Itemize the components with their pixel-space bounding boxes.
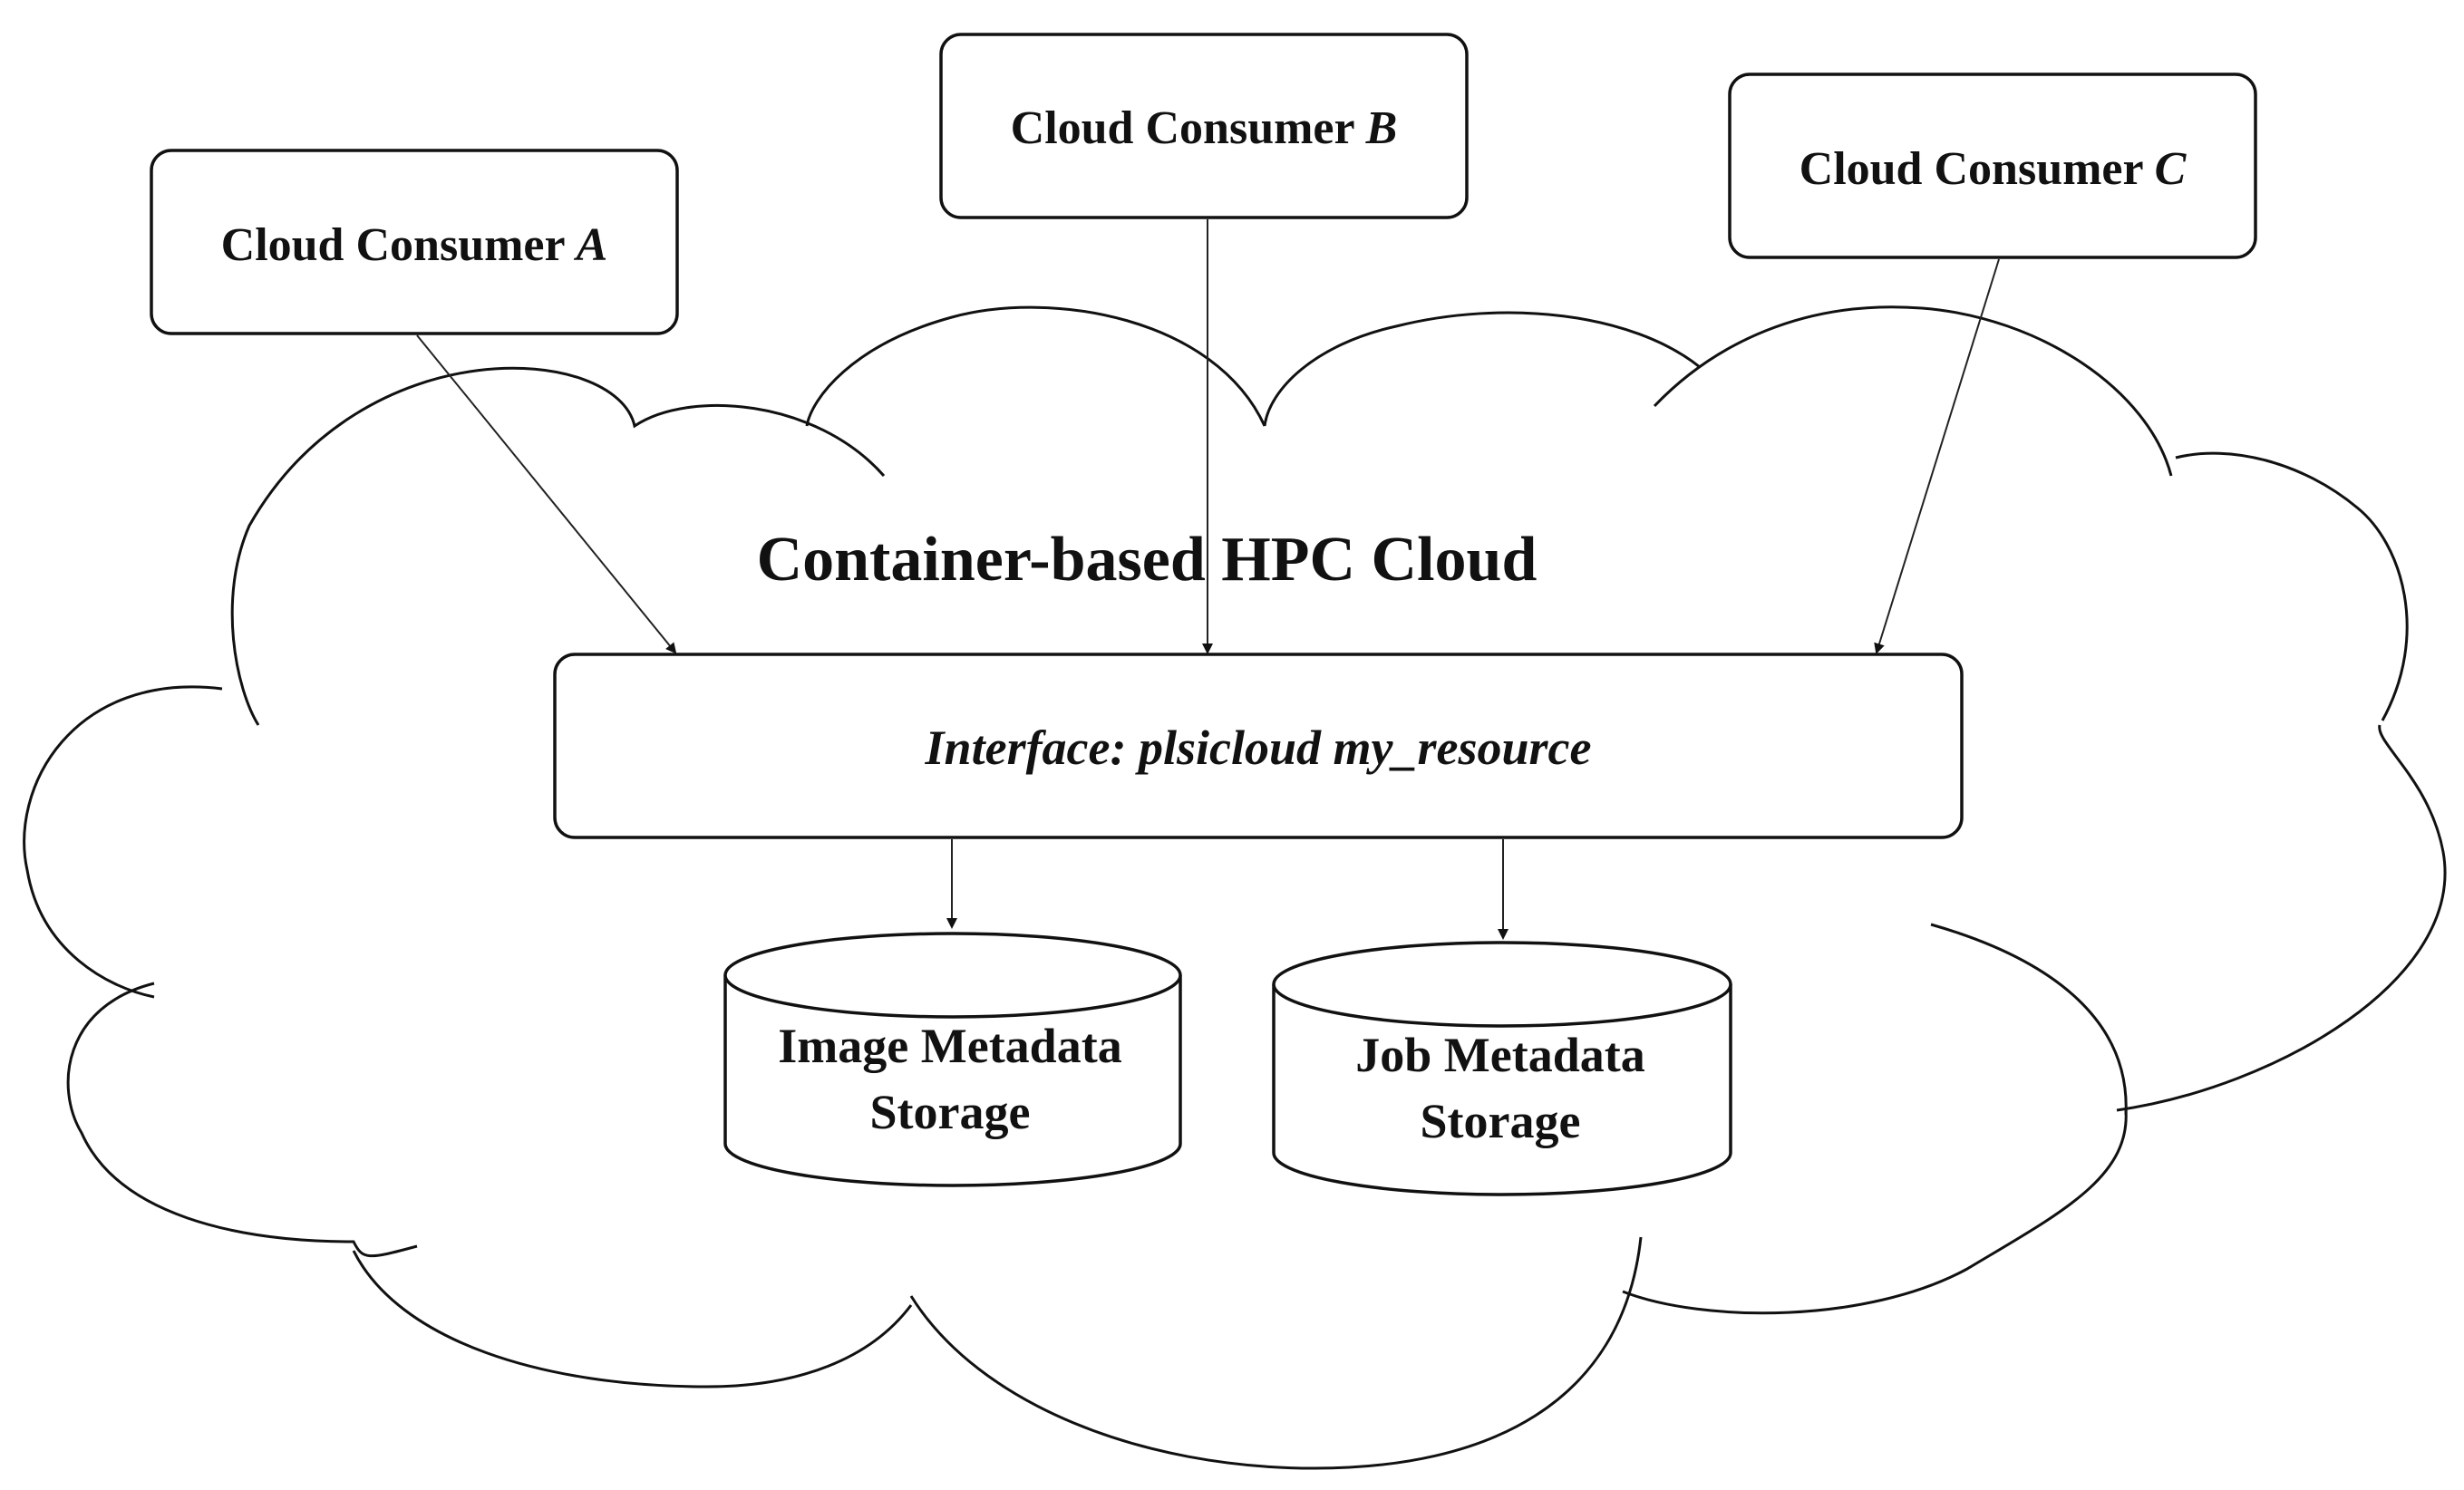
consumer-a-label: Cloud Consumer — [221, 219, 577, 271]
consumer-b-label: Cloud Consumer — [1011, 102, 1366, 154]
consumer-c-label: Cloud Consumer — [1799, 143, 2155, 195]
cloud-title: Container-based HPC Cloud — [757, 525, 1538, 595]
arrow-a-to-interface — [416, 334, 677, 654]
job-storage-line1: Job Metadata — [1355, 1028, 1644, 1082]
interface-label: Interface: plsicloud my_resource — [925, 721, 1592, 775]
consumer-b-letter: B — [1365, 102, 1398, 154]
consumer-a-letter: A — [574, 219, 608, 271]
image-metadata-storage: Image Metadata Storage — [723, 932, 1182, 1187]
svg-text:Cloud Consumer A: Cloud Consumer A — [221, 219, 608, 271]
image-storage-line2: Storage — [870, 1085, 1031, 1139]
consumer-c-letter: C — [2155, 143, 2188, 195]
consumer-a-box: Cloud Consumer A — [150, 149, 679, 335]
consumer-b-box: Cloud Consumer B — [939, 33, 1469, 219]
arrow-c-to-interface — [1874, 258, 2000, 654]
interface-box: Interface: plsicloud my_resource — [553, 653, 1964, 839]
storage-arrows — [946, 839, 1508, 940]
svg-text:Cloud Consumer B: Cloud Consumer B — [1011, 102, 1398, 154]
job-storage-line2: Storage — [1421, 1094, 1581, 1148]
consumer-arrows — [416, 219, 2000, 654]
consumer-c-box: Cloud Consumer C — [1728, 73, 2257, 259]
cloud-shape — [23, 305, 2447, 1470]
image-storage-line1: Image Metadata — [778, 1019, 1121, 1073]
svg-text:Cloud Consumer C: Cloud Consumer C — [1799, 143, 2188, 195]
job-metadata-storage: Job Metadata Storage — [1272, 941, 1732, 1196]
